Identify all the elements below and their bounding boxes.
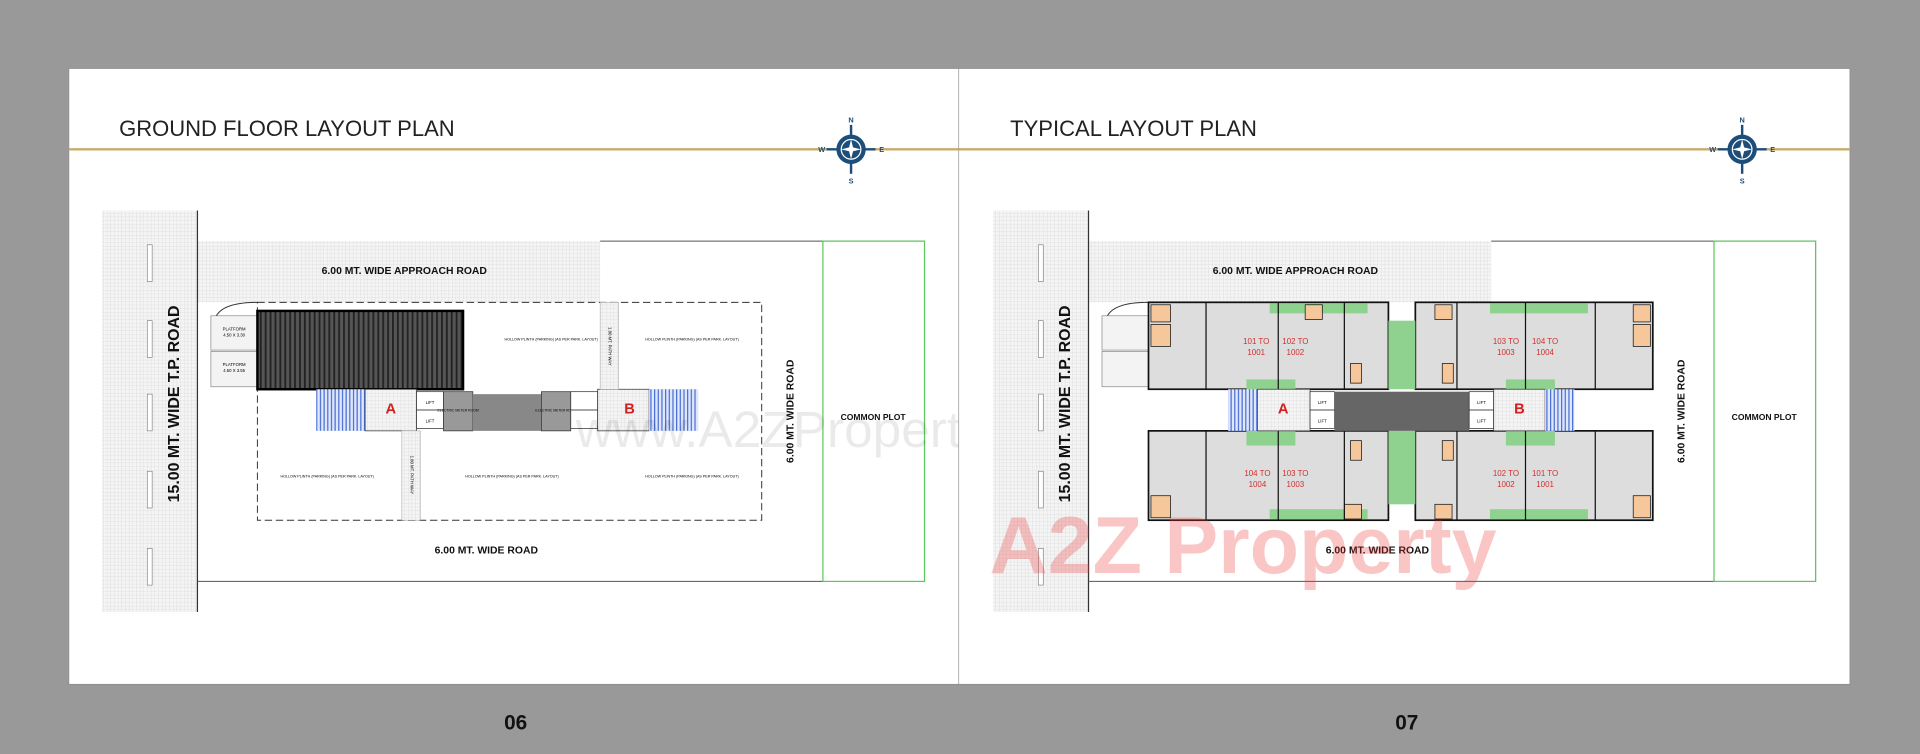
svg-text:HOLLOW PLINTH (PARKING) (AS PE: HOLLOW PLINTH (PARKING) (AS PER PARK. LA…: [465, 474, 558, 478]
page-number-left: 06: [504, 712, 527, 735]
svg-text:LIFT: LIFT: [426, 418, 435, 423]
svg-text:HOLLOW PLINTH (PARKING) (AS PE: HOLLOW PLINTH (PARKING) (AS PER PARK. LA…: [645, 474, 738, 478]
approach-road: [197, 241, 601, 303]
svg-text:N: N: [848, 115, 853, 124]
svg-text:S: S: [849, 177, 854, 186]
svg-text:103 TO: 103 TO: [1493, 337, 1519, 346]
svg-text:6.00 MT. WIDE APPROACH ROAD: 6.00 MT. WIDE APPROACH ROAD: [1213, 266, 1379, 277]
svg-text:HOLLOW PLINTH (PARKING) (AS PE: HOLLOW PLINTH (PARKING) (AS PER PARK. LA…: [504, 337, 597, 341]
svg-text:102 TO: 102 TO: [1282, 337, 1308, 346]
svg-text:1003: 1003: [1287, 480, 1305, 489]
page-title: GROUND FLOOR LAYOUT PLAN: [119, 116, 455, 141]
svg-text:1002: 1002: [1287, 348, 1305, 357]
page-title: TYPICAL LAYOUT PLAN: [1010, 116, 1257, 141]
svg-text:1004: 1004: [1536, 348, 1554, 357]
svg-text:HOLLOW PLINTH (PARKING) (AS PE: HOLLOW PLINTH (PARKING) (AS PER PARK. LA…: [280, 474, 373, 478]
svg-text:101 TO: 101 TO: [1532, 469, 1558, 478]
svg-text:6.00 MT. WIDE ROAD: 6.00 MT. WIDE ROAD: [435, 545, 539, 556]
svg-text:6.00 MT. WIDE ROAD: 6.00 MT. WIDE ROAD: [1326, 545, 1430, 556]
svg-text:E: E: [1770, 145, 1775, 154]
svg-text:B: B: [1514, 402, 1525, 418]
svg-text:104 TO: 104 TO: [1532, 337, 1558, 346]
svg-text:A: A: [1278, 402, 1289, 418]
page-06: GROUND FLOOR LAYOUT PLAN N S W E 15.00 M…: [68, 68, 1037, 685]
svg-text:HOLLOW PLINTH (PARKING) (AS PE: HOLLOW PLINTH (PARKING) (AS PER PARK. LA…: [645, 337, 738, 341]
svg-text:1003: 1003: [1497, 348, 1515, 357]
compass-icon: N S W E: [818, 115, 884, 185]
svg-text:102 TO: 102 TO: [1493, 469, 1519, 478]
svg-text:B: B: [624, 402, 635, 418]
svg-text:COMMON PLOT: COMMON PLOT: [1732, 412, 1798, 422]
svg-text:1002: 1002: [1497, 480, 1515, 489]
svg-text:E: E: [879, 145, 884, 154]
svg-text:1.80 MT. PATH WAY: 1.80 MT. PATH WAY: [409, 456, 414, 495]
svg-text:1001: 1001: [1536, 480, 1554, 489]
svg-text:LIFT: LIFT: [1318, 400, 1327, 405]
svg-text:4.50 X 3.30: 4.50 X 3.30: [223, 333, 245, 338]
svg-text:W: W: [1709, 145, 1716, 154]
unit-labels: 101 TO 1001 102 TO 1002 103 TO 1003 104 TO 1…: [1243, 337, 1558, 489]
svg-text:LIFT: LIFT: [1477, 418, 1486, 423]
page-number-right: 07: [1395, 712, 1418, 735]
svg-text:4.50 X 3.55: 4.50 X 3.55: [223, 368, 245, 373]
common-plot: [822, 240, 926, 583]
svg-text:ELECTRIC METER ROOM: ELECTRIC METER ROOM: [438, 408, 479, 412]
site-plan: 15.00 MT. WIDE T.P. ROAD 6.00 MT. WIDE A…: [993, 210, 1817, 613]
svg-text:1001: 1001: [1247, 348, 1265, 357]
svg-text:104 TO: 104 TO: [1244, 469, 1270, 478]
approach-road-label: 6.00 MT. WIDE APPROACH ROAD: [322, 266, 488, 277]
svg-text:N: N: [1740, 115, 1745, 124]
svg-text:PLATFORM: PLATFORM: [223, 362, 246, 367]
svg-text:LIFT: LIFT: [1318, 418, 1327, 423]
svg-text:1004: 1004: [1249, 480, 1267, 489]
svg-text:LIFT: LIFT: [1477, 400, 1486, 405]
svg-text:6.00 MT. WIDE ROAD: 6.00 MT. WIDE ROAD: [1677, 359, 1688, 463]
svg-text:W: W: [818, 145, 825, 154]
svg-text:ELECTRIC METER ROOM: ELECTRIC METER ROOM: [535, 408, 576, 412]
svg-text:COMMON PLOT: COMMON PLOT: [841, 412, 907, 422]
tp-road-label: 15.00 MT. WIDE T.P. ROAD: [166, 306, 183, 503]
compass-icon: N S W E: [1709, 115, 1775, 185]
svg-text:101 TO: 101 TO: [1243, 337, 1269, 346]
site-plan: 15.00 MT. WIDE T.P. ROAD 6.00 MT. WIDE A…: [101, 210, 926, 613]
svg-text:6.00 MT. WIDE ROAD: 6.00 MT. WIDE ROAD: [786, 359, 797, 463]
svg-text:PLATFORM: PLATFORM: [223, 326, 246, 331]
svg-text:1.80 MT. PATH WAY: 1.80 MT. PATH WAY: [608, 327, 613, 366]
svg-text:103 TO: 103 TO: [1282, 469, 1308, 478]
svg-text:LIFT: LIFT: [426, 400, 435, 405]
svg-text:A2Z Property: A2Z Property: [989, 501, 1496, 591]
watermark: A2Z Property: [989, 501, 1496, 591]
svg-text:A: A: [386, 402, 397, 418]
svg-text:15.00 MT. WIDE T.P. ROAD: 15.00 MT. WIDE T.P. ROAD: [1057, 306, 1074, 503]
svg-text:S: S: [1740, 177, 1745, 186]
page-07: TYPICAL LAYOUT PLAN N S W E 15.00 MT. WI…: [958, 68, 1851, 685]
